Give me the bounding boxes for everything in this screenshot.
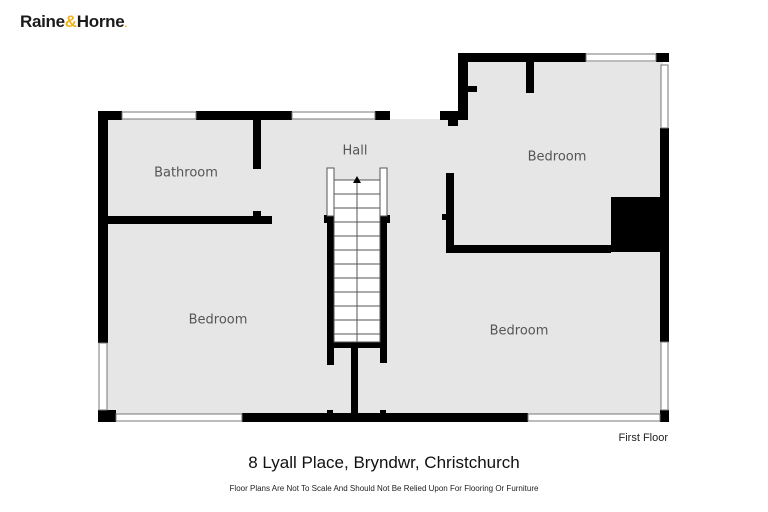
brand-ampersand: & — [64, 12, 77, 31]
disclaimer-text: Floor Plans Are Not To Scale And Should … — [229, 484, 539, 493]
walls — [98, 53, 669, 422]
floor-label: First Floor — [618, 432, 669, 444]
brand-name-part2: Horne — [76, 12, 125, 31]
brand-logo: Raine&Horne. — [20, 12, 127, 32]
room-label-bedroom-se: Bedroom — [489, 323, 549, 339]
stairs-up-arrow-icon — [353, 176, 361, 183]
stairs — [326, 167, 388, 343]
property-address: 8 Lyall Place, Bryndwr, Christchurch — [248, 453, 520, 472]
room-label-hall: Hall — [342, 143, 368, 159]
brand-dot: . — [124, 19, 127, 30]
brand-name-part1: Raine — [20, 12, 65, 31]
windows — [98, 53, 669, 422]
room-label-bedroom-ne: Bedroom — [527, 149, 587, 165]
room-label-bathroom: Bathroom — [154, 165, 218, 181]
room-label-bedroom-sw: Bedroom — [188, 312, 248, 328]
